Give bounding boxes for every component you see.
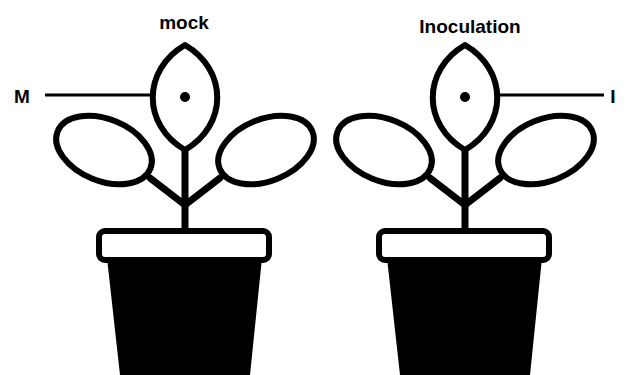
leaf-marker: M [14, 87, 30, 106]
treatment-label: Inoculation [419, 17, 520, 36]
inoculated-plant [326, 45, 604, 375]
leader-line [498, 94, 604, 97]
leaf-marker: I [610, 87, 615, 106]
leader-line [45, 94, 152, 97]
treatment-label: mock [159, 13, 209, 32]
